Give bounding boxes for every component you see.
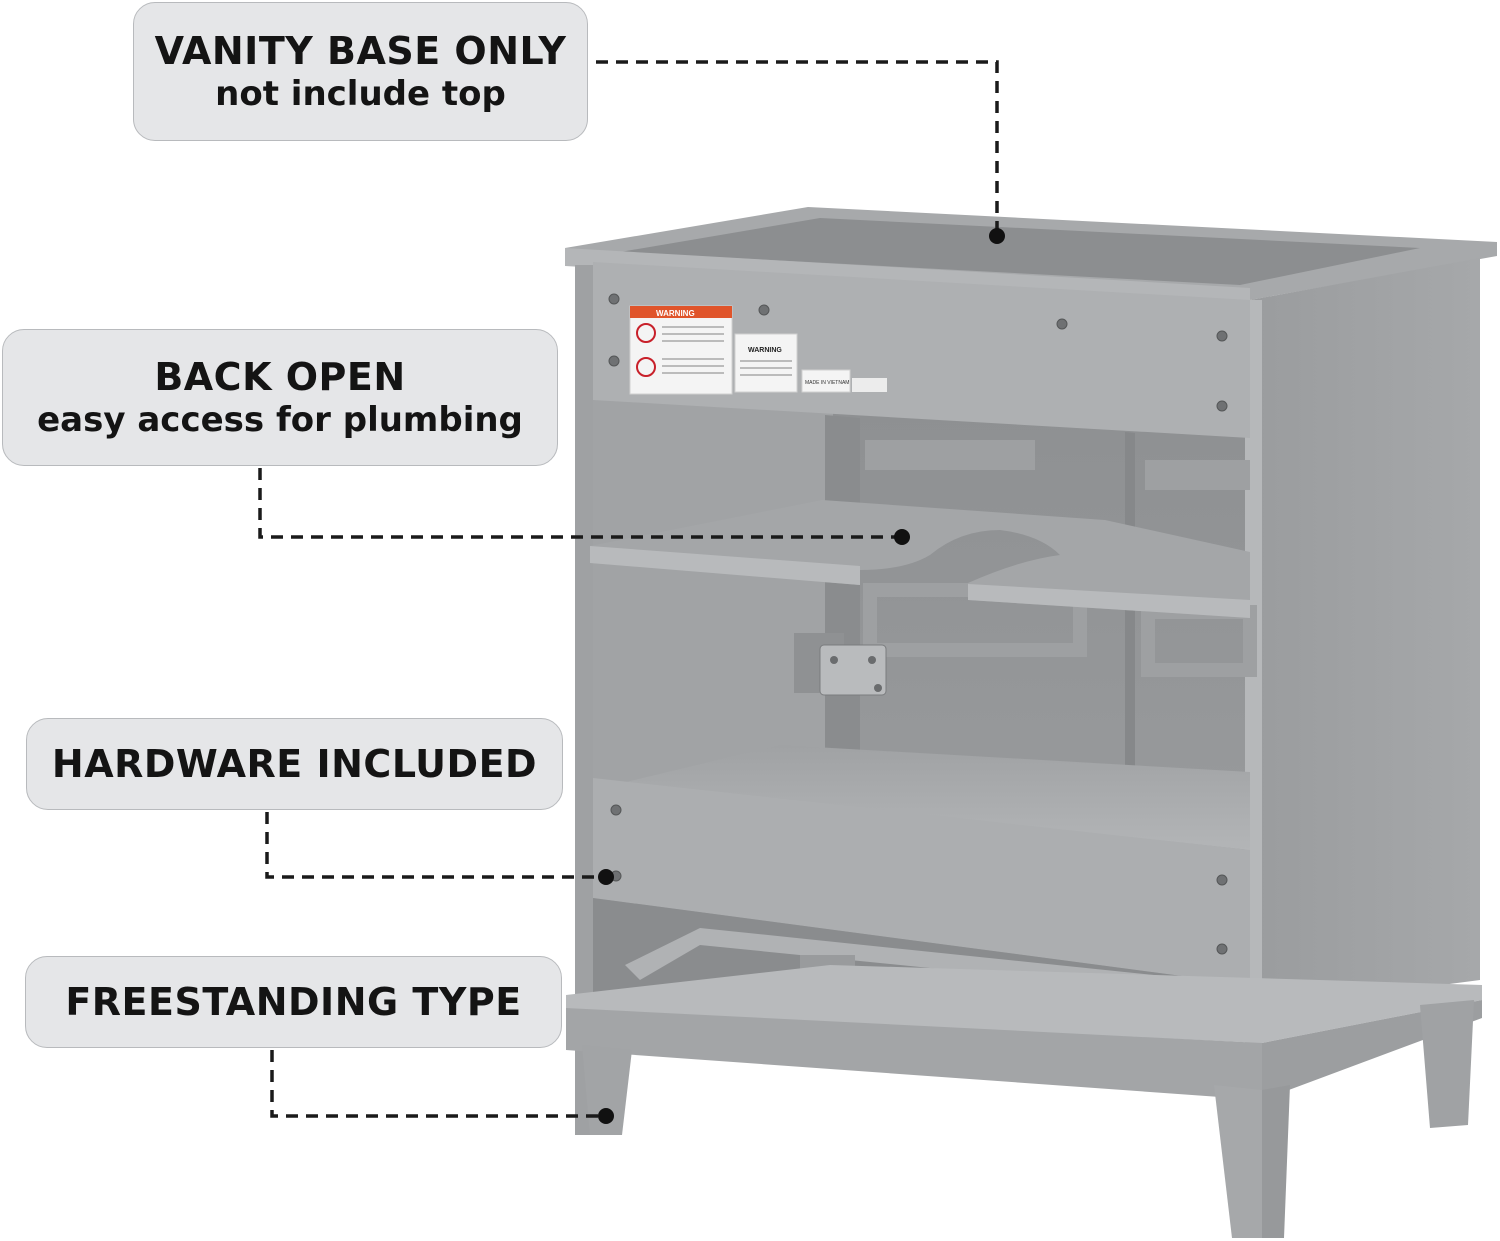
- callout-hardware: HARDWARE INCLUDED: [26, 718, 563, 810]
- callout-freestanding: FREESTANDING TYPE: [25, 956, 562, 1048]
- top-rim-inner: [620, 218, 1420, 285]
- back-top-rail: [593, 262, 1250, 438]
- callout-vanity-base: VANITY BASE ONLY not include top: [133, 2, 588, 141]
- leader-dot-hardware: [598, 869, 614, 885]
- drawer-frame: [1145, 460, 1250, 490]
- leader-dot-freestanding: [598, 1108, 614, 1124]
- top-rim-front: [565, 248, 1250, 304]
- hinge: [794, 633, 887, 696]
- shelf-with-plumbing-cutout: [590, 500, 1250, 618]
- callout-freestanding-title: FREESTANDING TYPE: [65, 979, 522, 1024]
- left-post: [575, 265, 593, 1135]
- callout-back-open-subtitle: easy access for plumbing: [37, 399, 523, 440]
- leader-dots: [598, 228, 1005, 1124]
- leader-dot-back-open: [894, 529, 910, 545]
- leg-front-right: [1214, 1085, 1262, 1238]
- interior-divider: [825, 415, 860, 760]
- warning-label-2-text: WARNING: [748, 347, 782, 354]
- callout-hardware-title: HARDWARE INCLUDED: [51, 741, 538, 786]
- leader-line-vanity-base: [596, 60, 999, 233]
- leader-line-hardware: [265, 812, 604, 879]
- leg-front-right-face: [1262, 1085, 1290, 1238]
- callout-vanity-base-title: VANITY BASE ONLY: [154, 28, 567, 73]
- leader-lines: [258, 60, 999, 1118]
- leader-dot-vanity-base: [989, 228, 1005, 244]
- made-in-text: MADE IN VIETNAM: [805, 380, 849, 386]
- shelf-front-edge: [590, 546, 860, 585]
- leg-front-left: [582, 1045, 632, 1135]
- base-plinth-front: [566, 1008, 1262, 1100]
- cabinet-floor: [593, 745, 1250, 850]
- screws-top: [608, 293, 1228, 412]
- bottom-back-rail: [593, 778, 1250, 985]
- callout-back-open-title: BACK OPEN: [154, 354, 406, 399]
- vanity-cabinet: WARNING WARNING MADE IN VIETNAM: [565, 207, 1497, 1238]
- base-plinth-top: [566, 965, 1482, 1043]
- leader-line-freestanding: [270, 1050, 604, 1118]
- warning-label: WARNING: [629, 305, 733, 395]
- shelf-front-edge-right: [968, 584, 1250, 618]
- callout-back-open: BACK OPEN easy access for plumbing: [2, 329, 558, 466]
- callout-vanity-base-subtitle: not include top: [215, 73, 506, 114]
- drawer-frame: [865, 440, 1035, 470]
- warning-label-secondary: WARNING: [734, 333, 798, 393]
- warning-label-text: WARNING: [656, 309, 695, 318]
- right-side-panel: [1250, 258, 1480, 1010]
- leg-back-right: [1420, 1000, 1474, 1128]
- leader-line-back-open: [258, 468, 900, 539]
- origin-label: MADE IN VIETNAM: [801, 369, 887, 393]
